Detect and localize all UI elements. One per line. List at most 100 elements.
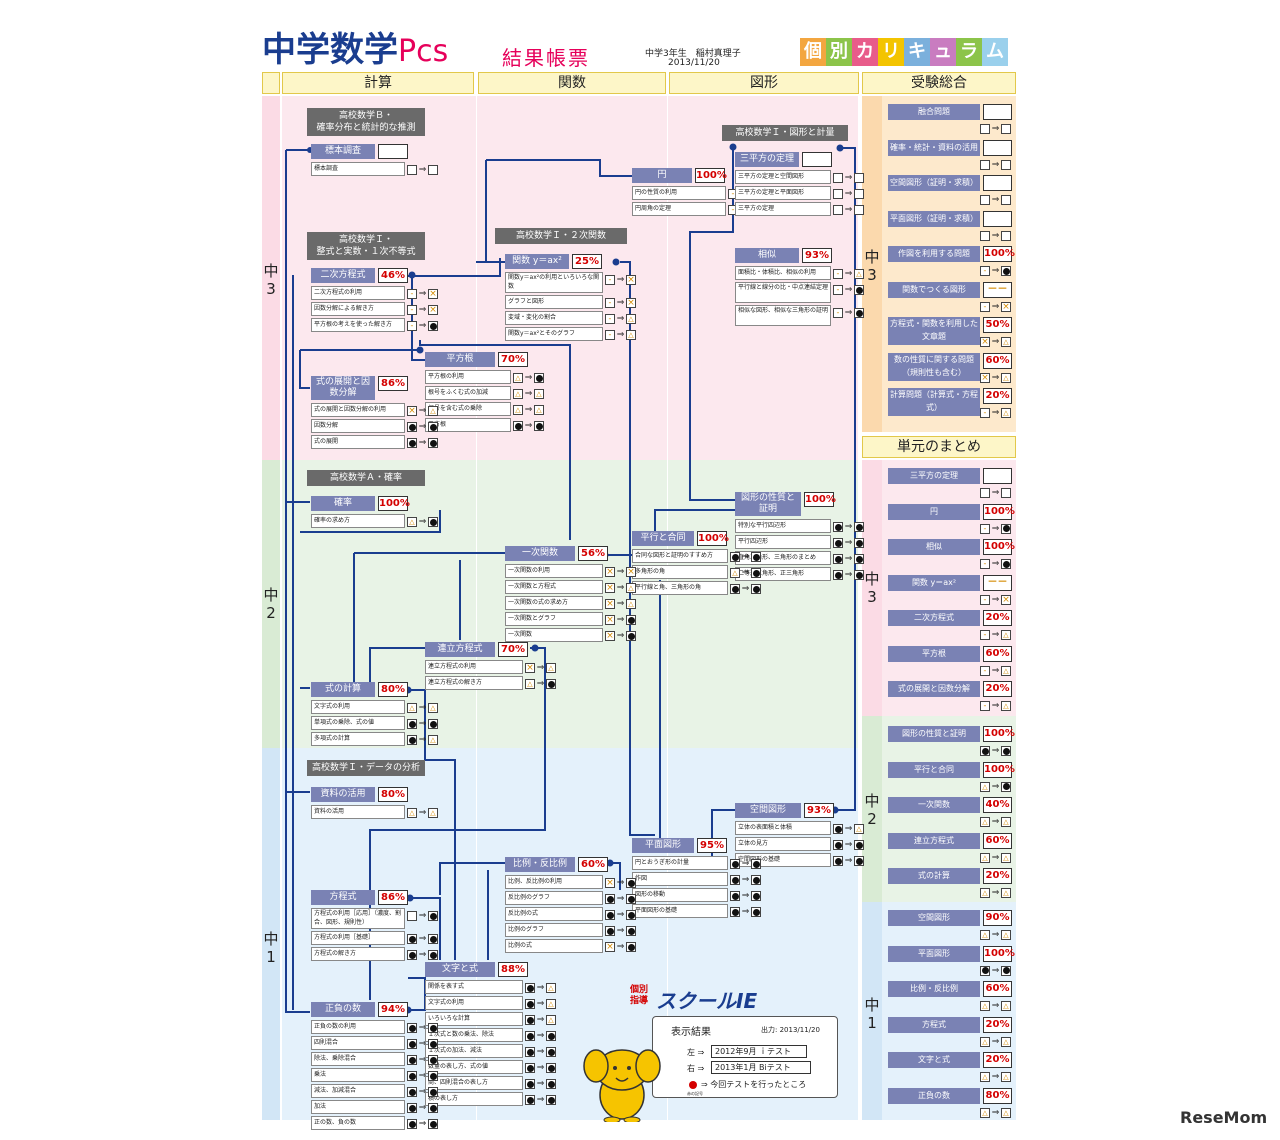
row-label: 関数y＝ax²とそのグラフ: [505, 327, 603, 341]
row-label: 反比例のグラフ: [505, 891, 603, 905]
row-label: １次式の加法、減法: [425, 1044, 523, 1058]
matome1-percent: 20%: [983, 1052, 1012, 1068]
arrow-icon: ⇒: [418, 910, 427, 921]
row-label: 一次関数とグラフ: [505, 612, 603, 626]
row-label: 正の数、負の数: [311, 1116, 405, 1130]
juken-item[interactable]: 確率・統計・資料の活用⇒: [888, 139, 1012, 174]
filled-dot-icon: [428, 1087, 438, 1097]
row-marks: ⇒: [525, 1044, 556, 1058]
title-sub: 結果帳票: [502, 46, 590, 70]
filled-dot-icon: [1001, 781, 1011, 792]
juken-item[interactable]: 関数でつくる図形－－-⇒×: [888, 281, 1012, 316]
dash-icon: -: [980, 594, 990, 605]
filled-dot-icon: [407, 719, 417, 729]
juken-item[interactable]: 融合問題⇒: [888, 104, 1012, 138]
cross-icon: ×: [605, 567, 615, 577]
cross-icon: ×: [1001, 594, 1011, 605]
matome2-label: 一次関数: [888, 797, 980, 813]
filled-dot-icon: [854, 840, 864, 850]
juken-item[interactable]: 平面図形（証明・求積）⇒: [888, 210, 1012, 245]
row-marks: ⇒: [730, 856, 761, 870]
row-marks: ×⇒: [605, 612, 636, 626]
unit-title: 式の展開と因数分解: [311, 376, 375, 400]
unit-heihokon[interactable]: 平方根70%平方根の利用△⇒根号をふくむ式の加減△⇒△根号を含む式の乗除△⇒△平…: [425, 352, 561, 432]
row-label: 円周角の定理: [632, 202, 726, 216]
arrow-icon: ⇒: [418, 1118, 427, 1129]
cross-icon: ×: [605, 583, 615, 593]
row-label: 根号をふくむ式の加減: [425, 386, 511, 400]
matome1-marks: △⇒△: [980, 1106, 1011, 1118]
triangle-icon: △: [534, 405, 544, 415]
filled-dot-icon: [428, 422, 438, 432]
matome3-item[interactable]: 三平方の定理⇒: [888, 468, 1012, 502]
row-label: 反比例の式: [505, 907, 603, 921]
row-label: 円とおうぎ形の計量: [632, 856, 728, 870]
unit-hyohon[interactable]: 標本調査標本調査⇒: [311, 144, 455, 192]
arrow-icon: ⇒: [418, 1086, 427, 1097]
arrow-icon: ⇒: [741, 551, 750, 562]
row-marks: △⇒△: [513, 402, 544, 416]
hs-title-i-geo: 高校数学Ｉ・図形と計量: [722, 125, 848, 141]
row-marks: ⇒: [407, 947, 438, 961]
row-marks: -⇒△: [605, 311, 636, 325]
matome3-item[interactable]: 関数 y＝ax²－－-⇒×: [888, 574, 1012, 609]
juken-item[interactable]: 計算問題（計算式・方程式）20%-⇒△: [888, 388, 1012, 422]
matome3-marks: -⇒△: [980, 699, 1011, 711]
unit-percent: 95%: [697, 838, 727, 853]
row-label: 連立方程式の利用: [425, 660, 523, 674]
arrow-icon: ⇒: [524, 420, 533, 431]
row-marks: ⇒: [605, 907, 636, 921]
row-marks: ⇒: [833, 551, 864, 565]
triangle-icon: △: [980, 888, 990, 898]
juken-item[interactable]: 空間図形（証明・求積）⇒: [888, 175, 1012, 209]
dash-icon: -: [980, 408, 990, 418]
row-label: 確率の求め方: [311, 514, 405, 528]
matome3-label: 円: [888, 503, 980, 520]
arrow-icon: ⇒: [991, 852, 1000, 863]
empty-box-icon: [1001, 230, 1011, 241]
unit-sanheiho[interactable]: 三平方の定理三平方の定理と空間図形⇒三平方の定理と平面図形⇒三平方の定理⇒: [735, 152, 881, 216]
matome2-label: 図形の性質と証明: [888, 726, 980, 742]
filled-dot-icon: [833, 840, 843, 850]
triangle-icon: △: [626, 330, 636, 340]
filled-dot-icon: [428, 934, 438, 944]
row-label: 資料の活用: [311, 805, 405, 819]
arrow-icon: ⇒: [741, 906, 750, 917]
juken-item[interactable]: 数の性質に関する問題（規則性も含む）60%×⇒△: [888, 352, 1012, 387]
unit-percent: 93%: [804, 803, 834, 818]
